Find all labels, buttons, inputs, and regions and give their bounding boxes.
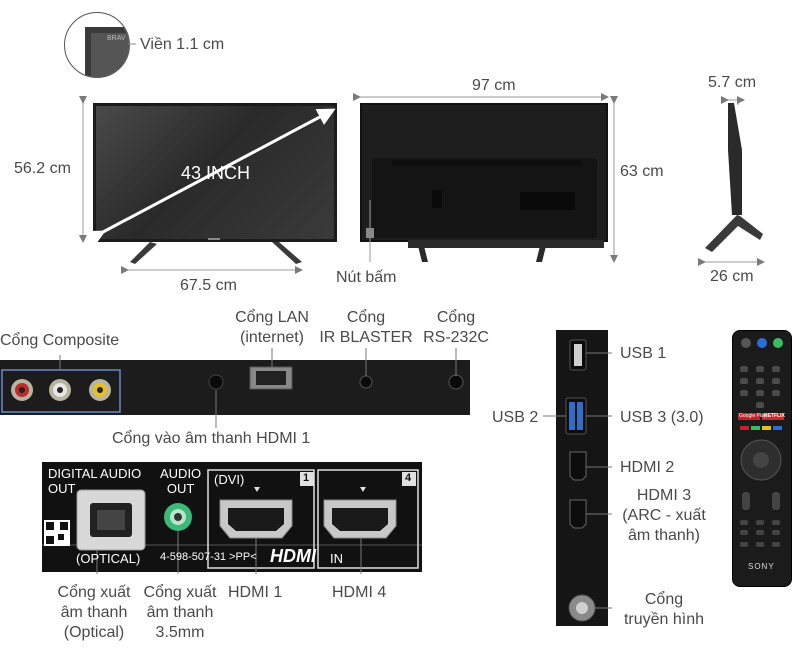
optical-out-label: Cổng xuất âm thanh (Optical) [44,583,144,643]
hdmi3-line1: HDMI 3 [636,487,692,504]
optical-text: (OPTICAL) [76,551,141,566]
digital-audio-line2: OUT [48,481,76,496]
usb2-label: USB 2 [492,409,539,426]
antenna-line1: Cổng [644,591,684,608]
usb3-label: USB 3 (3.0) [620,409,704,426]
part-number-text: 4-598-507-31 >PP< [160,551,257,563]
audio-out-line2: OUT [166,481,195,496]
audio-35-line2: âm thanh [146,604,214,621]
antenna-line2: truyền hình [623,611,705,628]
side-depth-label: 5.7 cm [708,74,757,91]
audio-out-text: AUDIO OUT [160,466,201,496]
front-height-label: 56.2 cm [14,160,71,177]
digital-audio-line1: DIGITAL AUDIO [48,466,142,481]
base-depth-label: 26 cm [710,268,754,285]
hdmi-logo-text: HDMI [270,546,316,566]
front-stand-right [272,242,302,264]
optical-out-line3: (Optical) [63,624,125,641]
hdmi3-line3: âm thanh) [627,527,701,544]
digital-audio-text: DIGITAL AUDIO OUT [48,466,141,496]
hdmi-audio-in-label: Cổng vào âm thanh HDMI 1 [112,430,311,447]
remote-brand: SONY [748,562,775,571]
rs232-label: Cổng RS-232C [416,308,496,348]
antenna-label: Cổng truyền hình [614,590,714,630]
bezel-zoom-text: BRAV [107,35,126,42]
hdmi1-label: HDMI 1 [228,584,283,601]
audio-35-line1: Cổng xuất [143,584,217,601]
side-view-tv [728,103,742,215]
bezel-label: Viền 1.1 cm [140,36,225,53]
optical-out-line1: Cổng xuất [57,584,131,601]
usb1-label: USB 1 [620,345,667,362]
hdmi4-label: HDMI 4 [332,584,387,601]
diagonal-arrow [85,108,336,247]
remote-netflix: NETFLIX [764,413,785,419]
lan-label: Cổng LAN (internet) [222,308,322,348]
hdmi2-label: HDMI 2 [620,459,675,476]
rs232-label-line2: RS-232C [423,329,489,346]
back-width-label: 97 cm [472,77,516,94]
hdmi-number-1: 1 [303,472,310,484]
diagonal-label: 43 INCH [181,163,251,183]
front-stand-left [130,242,157,264]
ir-label-line1: Cổng [346,309,386,326]
remote-google-play: Google Play [739,413,767,419]
hdmi-number-4: 4 [405,472,412,484]
hdmi3-line2: (ARC - xuất [622,507,706,524]
hdmi-in-text: IN [330,551,343,566]
optical-out-line2: âm thanh [60,604,128,621]
audio-out-line1: AUDIO [160,466,202,481]
rs232-label-line1: Cổng [436,309,476,326]
ir-label: Cổng IR BLASTER [316,308,416,348]
audio-35-line3: 3.5mm [155,624,205,641]
rear-port-strip [0,360,470,415]
button-label: Nút bấm [336,269,397,286]
back-height-label: 63 cm [620,163,664,180]
lan-label-line1: Cổng LAN [235,309,309,326]
hdmi3-label: HDMI 3 (ARC - xuất âm thanh) [612,486,716,546]
lan-label-line2: (internet) [239,329,305,346]
stand-width-label: 67.5 cm [180,277,237,294]
dvi-text: (DVI) [214,472,245,487]
audio-35-label: Cổng xuất âm thanh 3.5mm [130,583,230,643]
ir-label-line2: IR BLASTER [319,329,413,346]
composite-label: Cổng Composite [0,332,120,349]
bezel-zoom: BRAV [64,12,130,78]
